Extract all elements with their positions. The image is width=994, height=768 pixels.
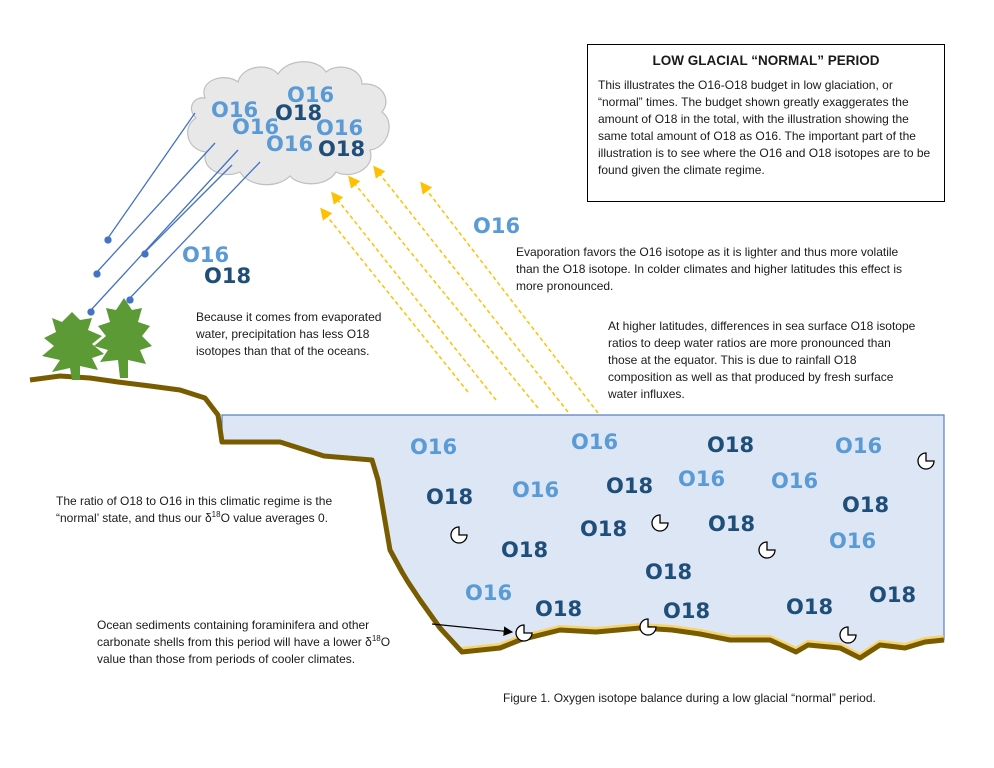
o18-label: O18 [842,493,889,517]
foraminifera-icon [639,618,657,636]
precipitation-note: Because it comes from evaporated water, … [196,310,382,358]
sediments-note-sup: 18 [371,634,381,643]
o18-label: O18 [535,597,582,621]
o16-label: O16 [410,435,457,459]
foraminifera-icon [917,452,935,470]
o18-label: O18 [708,512,755,536]
o16-label: O16 [316,116,363,140]
o16-label: O16 [266,132,313,156]
sediments-note: Ocean sediments containing foraminifera … [97,617,397,668]
o18-label: O18 [580,517,627,541]
o16-label: O16 [771,469,818,493]
o16-label: O16 [512,478,559,502]
o18-label: O18 [501,538,548,562]
foraminifera-icon [758,541,776,559]
o18-label: O18 [275,101,322,125]
foraminifera-icon [450,526,468,544]
tree-icon [42,312,104,380]
ratio-note: The ratio of O18 to O16 in this climatic… [56,493,356,527]
o16-label: O16 [211,98,258,122]
ground-line [29,373,945,661]
sediments-note-part2: O value than those from periods of coole… [97,635,391,666]
info-box-body: This illustrates the O16-O18 budget in l… [598,78,931,177]
o16-label: O16 [465,581,512,605]
o18-label: O18 [606,474,653,498]
rain-drops [87,112,261,316]
foraminifera-icon [839,626,857,644]
o16-label: O16 [829,529,876,553]
o18-label: O18 [707,433,754,457]
o18-label: O18 [204,264,251,288]
info-box-title: LOW GLACIAL “NORMAL” PERIOD [652,53,880,68]
sediment-pointer-arrow [431,623,514,636]
figure-caption: Figure 1. Oxygen isotope balance during … [503,691,876,705]
ratio-note-part1: The ratio of O18 to O16 in this climatic… [56,494,333,525]
tree-icon [94,298,152,378]
ratio-note-part2: O value averages 0. [220,511,328,525]
o18-label: O18 [318,137,365,161]
o16-label: O16 [182,243,229,267]
o16-label: O16 [473,214,520,238]
foraminifera-icon [651,514,669,532]
o18-label: O18 [645,560,692,584]
o16-label: O16 [835,434,882,458]
o16-label: O16 [232,115,279,139]
foraminifera-icon [515,624,533,642]
latitudes-note: At higher latitudes, differences in sea … [608,319,916,401]
sediments-note-part1: Ocean sediments containing foraminifera … [97,618,372,649]
o18-label: O18 [786,595,833,619]
o16-label: O16 [287,83,334,107]
info-box: LOW GLACIAL “NORMAL” PERIOD This illustr… [587,44,945,202]
o18-label: O18 [426,485,473,509]
evaporation-note: Evaporation favors the O16 isotope as it… [516,245,903,293]
o18-label: O18 [663,599,710,623]
ratio-note-sup: 18 [211,510,221,519]
o18-label: O18 [869,583,916,607]
evaporation-arrows [320,165,599,414]
o16-label: O16 [678,467,725,491]
o16-label: O16 [571,430,618,454]
